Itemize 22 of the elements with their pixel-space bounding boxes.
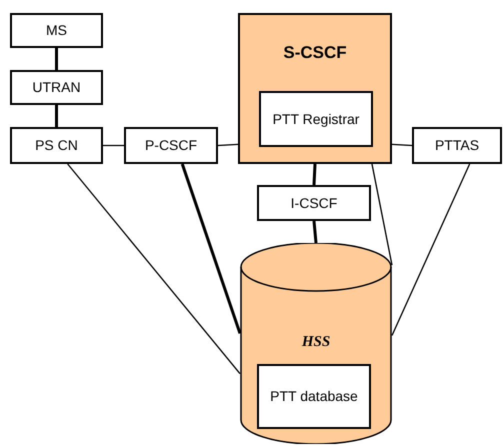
connector-line bbox=[371, 164, 393, 266]
connector-line bbox=[67, 164, 240, 374]
connector-line bbox=[391, 164, 470, 336]
connector-line bbox=[55, 105, 58, 127]
network-element-box: UTRAN bbox=[10, 70, 103, 105]
network-element-box: I-CSCF bbox=[257, 185, 371, 221]
server-box bbox=[238, 13, 392, 164]
network-element-box: PTT Registrar bbox=[259, 91, 373, 147]
connector-line bbox=[392, 144, 412, 146]
connector-line bbox=[218, 144, 238, 146]
node-title: S-CSCF bbox=[282, 42, 348, 64]
connector-line bbox=[312, 164, 316, 186]
network-element-box: P-CSCF bbox=[124, 127, 218, 164]
connector-line bbox=[180, 164, 242, 334]
connector-line bbox=[103, 144, 124, 146]
network-element-box: MS bbox=[10, 13, 103, 48]
node-title: HSS bbox=[300, 333, 332, 352]
network-element-box: PTT database bbox=[257, 364, 371, 429]
connector-line bbox=[55, 48, 58, 70]
connector-line bbox=[312, 220, 318, 244]
network-element-box: PTTAS bbox=[412, 127, 502, 164]
network-element-box: PS CN bbox=[10, 127, 103, 164]
